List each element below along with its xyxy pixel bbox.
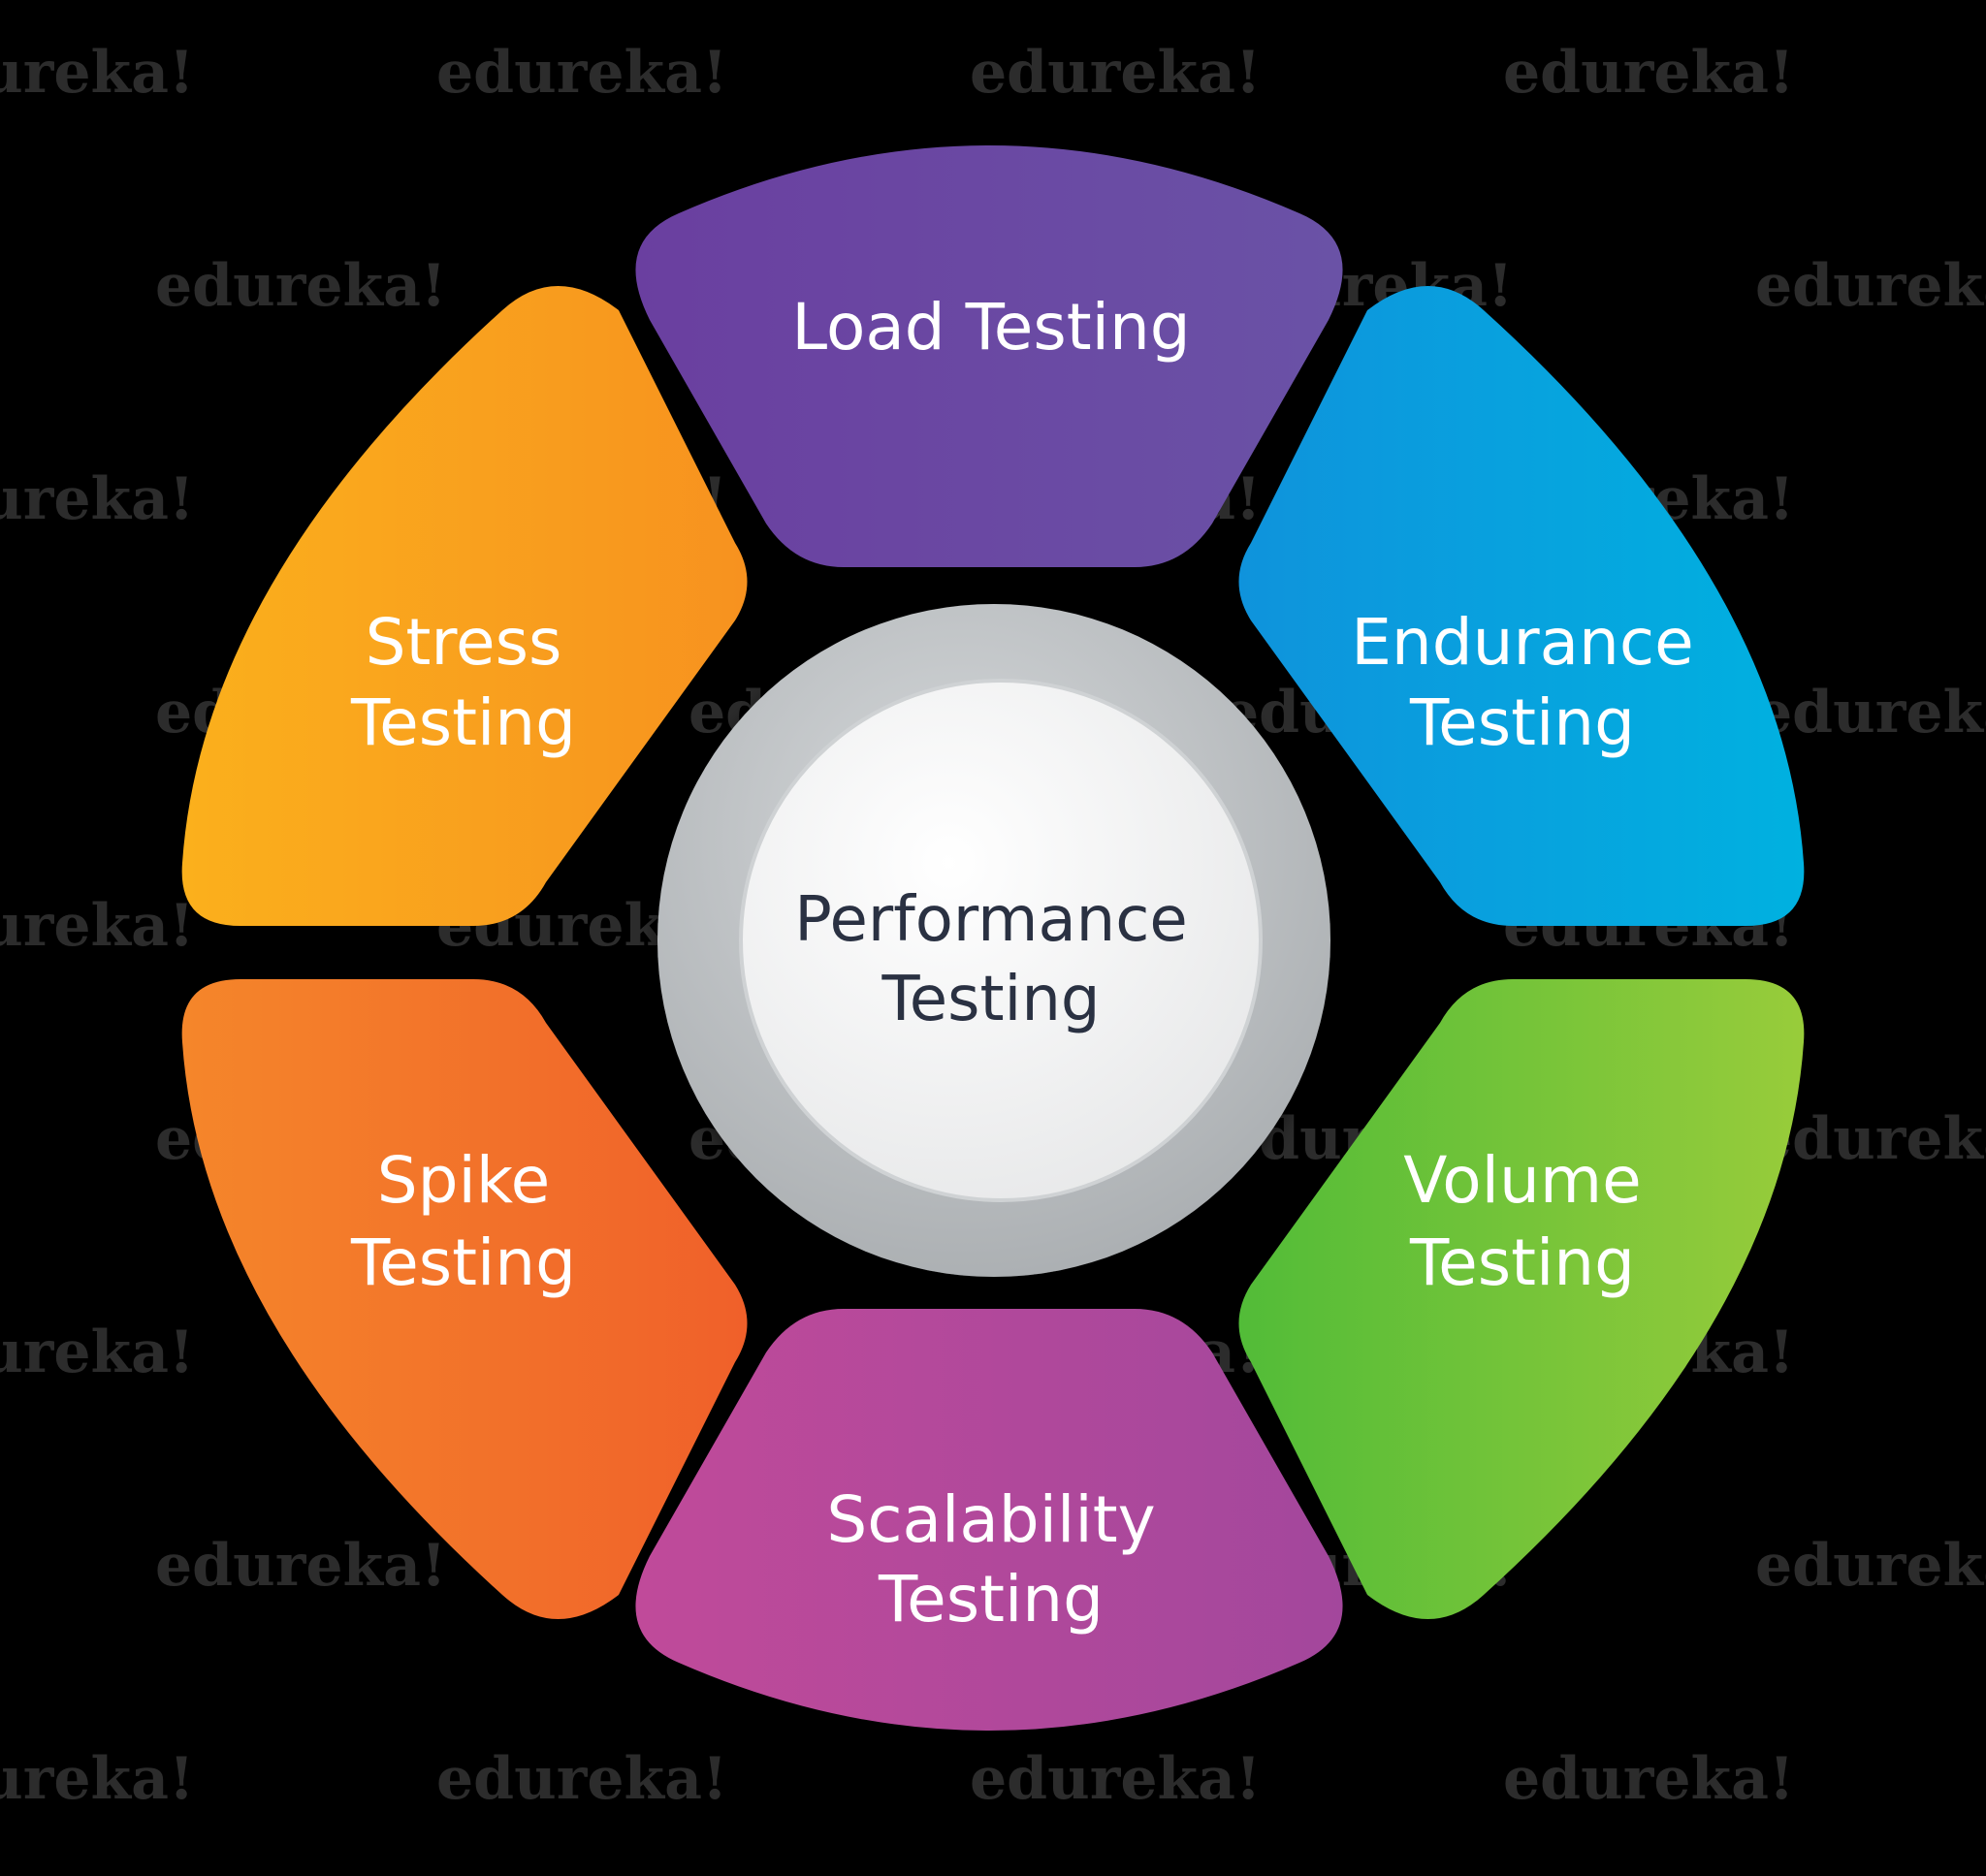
watermark-text: edureka! [155, 1532, 446, 1600]
watermark-text: edureka! [1503, 39, 1794, 107]
segment-volume-label-line1: Volume [1403, 1143, 1641, 1218]
watermark-text: edureka! [1503, 1745, 1794, 1813]
watermark-text: edureka! [0, 892, 194, 960]
watermark-text: edureka! [155, 252, 446, 320]
segment-stress-label-line2: Testing [350, 685, 576, 760]
watermark-text: edureka! [1755, 1532, 1986, 1600]
center-hub: Performance Testing [657, 604, 1330, 1277]
segment-stress-shape [181, 286, 748, 926]
segment-spike-shape [181, 979, 748, 1619]
segment-endurance-label-line1: Endurance [1351, 605, 1694, 680]
segment-spike-label-line2: Testing [350, 1225, 576, 1300]
watermark-text: edureka! [436, 1745, 727, 1813]
segment-scalability-label-line2: Testing [878, 1562, 1104, 1637]
segment-scalability-testing: Scalability Testing [635, 1309, 1343, 1731]
segment-load-testing: Load Testing [635, 145, 1343, 567]
segment-stress-testing: Stress Testing [181, 286, 748, 926]
center-label-line2: Testing [881, 964, 1101, 1035]
segment-endurance-testing: Endurance Testing [1238, 286, 1805, 926]
watermark-text: edureka! [1755, 1105, 1986, 1173]
watermark-text: edureka! [0, 1319, 194, 1386]
segment-volume-shape [1238, 979, 1805, 1619]
segment-volume-testing: Volume Testing [1238, 979, 1805, 1619]
segment-endurance-shape [1238, 286, 1805, 926]
segments: Load Testing Endurance Testing Volume Te… [181, 145, 1805, 1731]
watermark-text: edureka! [436, 39, 727, 107]
segment-spike-testing: Spike Testing [181, 979, 748, 1619]
center-disc [739, 679, 1263, 1202]
watermark-text: edureka! [0, 1745, 194, 1813]
watermark-text: edureka! [970, 39, 1261, 107]
watermark-text: edureka! [1755, 252, 1986, 320]
center-label-line1: Performance [794, 884, 1188, 956]
watermark-text: edureka! [970, 1745, 1261, 1813]
segment-endurance-label-line2: Testing [1409, 685, 1635, 760]
segment-scalability-label-line1: Scalability [826, 1482, 1155, 1557]
segment-load-label: Load Testing [791, 290, 1190, 365]
segment-stress-label-line1: Stress [366, 605, 562, 680]
segment-volume-label-line2: Testing [1409, 1225, 1635, 1300]
watermark-text: edureka! [0, 39, 194, 107]
segment-scalability-shape [635, 1309, 1343, 1731]
segment-spike-label-line1: Spike [377, 1143, 551, 1218]
watermark-text: edureka! [1755, 679, 1986, 747]
segment-load-shape [635, 145, 1343, 567]
watermark-text: edureka! [0, 465, 194, 533]
